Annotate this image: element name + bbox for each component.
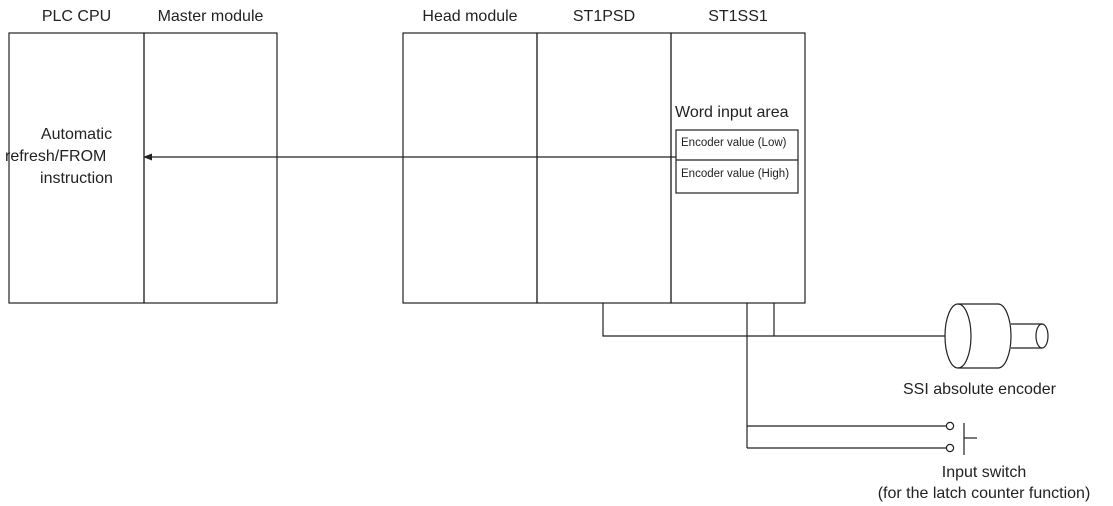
encoder-cable [602,303,945,337]
switch-label-line2: (for the latch counter function) [877,485,1091,502]
label-master-module: Master module [157,8,264,25]
master-module-box [143,32,278,304]
st1ss1-box [670,32,806,304]
plc-text-line3: instruction [40,170,113,187]
label-st1psd: ST1PSD [572,8,636,25]
word-input-title: Word input area [675,104,789,121]
encoder-icon [944,303,1049,369]
plc-text-line1: Automatic [40,126,113,143]
st1psd-box [536,32,672,304]
label-st1ss1: ST1SS1 [708,8,768,25]
head-module-box [402,32,538,304]
word-input-table [675,129,799,194]
label-plc-cpu: PLC CPU [41,8,112,25]
switch-label-line1: Input switch [941,464,1027,481]
encoder-label: SSI absolute encoder [903,381,1056,398]
plc-cpu-box [8,32,145,304]
word-input-row-low: Encoder value (Low) [681,137,787,149]
word-input-row-high: Encoder value (High) [681,168,790,180]
plc-text-line2: refresh/FROM [5,148,107,165]
label-head-module: Head module [422,8,518,25]
arrow-head [143,153,152,161]
